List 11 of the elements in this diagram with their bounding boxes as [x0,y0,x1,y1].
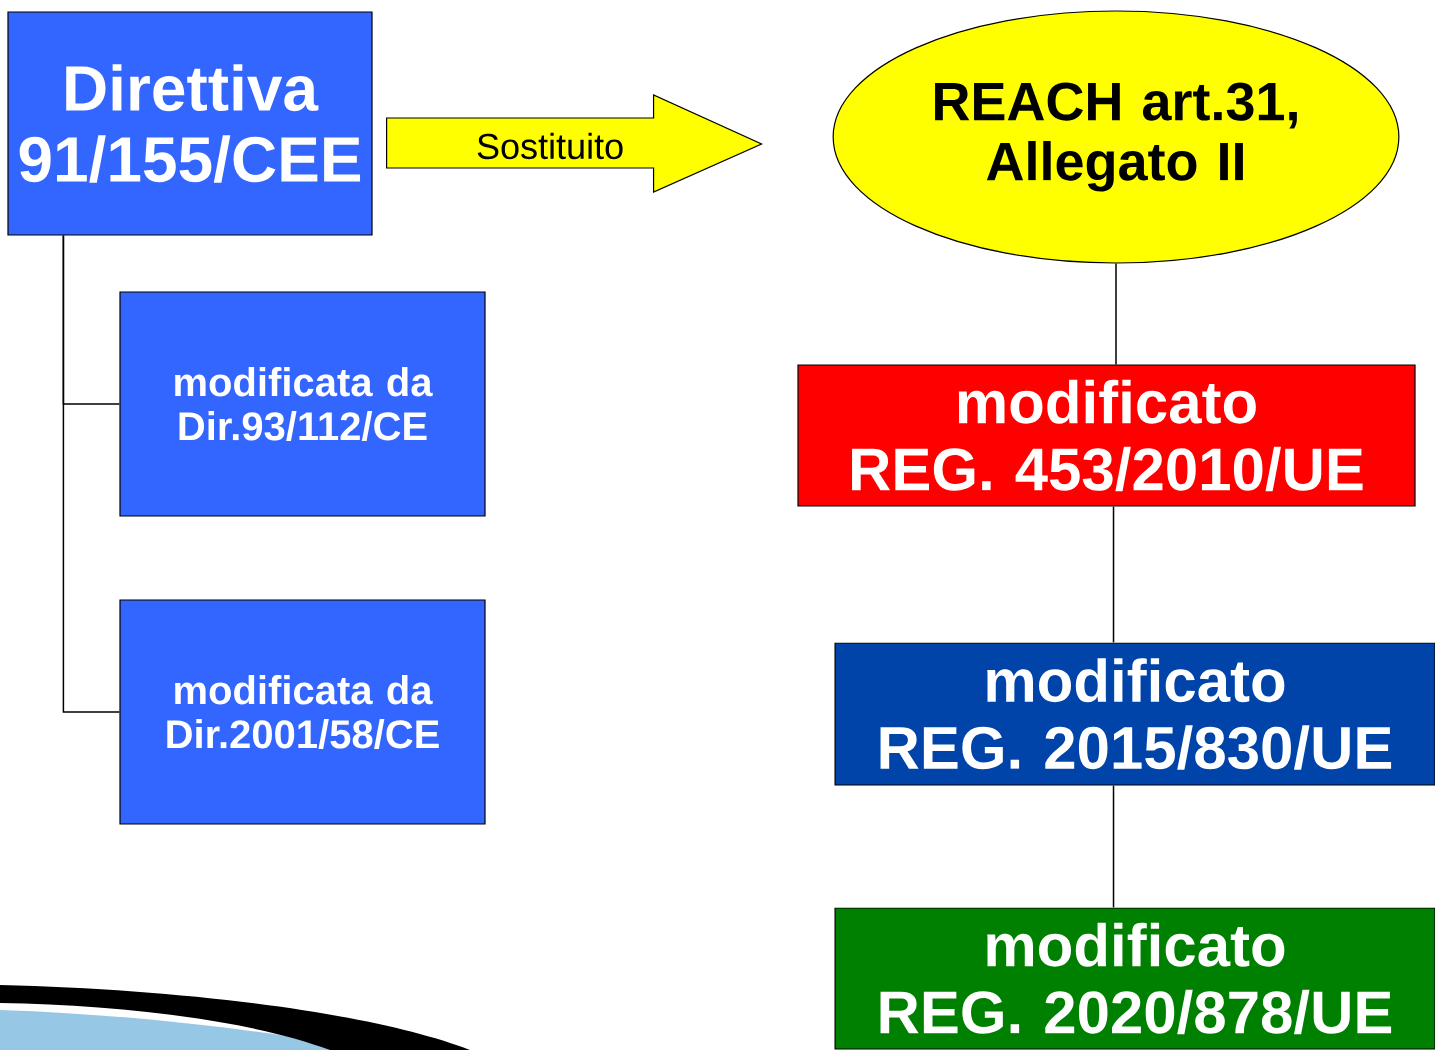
amendment-box: modificata da Dir.93/112/CE [119,291,486,517]
amendment-box: modificato REG. 453/2010/UE [797,364,1416,507]
amendment-box: modificato REG. 2015/830/UE [834,642,1435,786]
connector-line [1115,262,1117,366]
amendment-box: modificata da Dir.2001/58/CE [119,599,486,825]
edge-label: Sostituito [475,131,626,161]
connector-line [62,234,121,713]
connector-line [1112,505,1115,644]
amendment-box: modificato REG. 2020/878/UE [834,907,1435,1050]
document-box: Direttiva 91/155/CEE [7,11,373,236]
connector-line [1112,784,1115,909]
